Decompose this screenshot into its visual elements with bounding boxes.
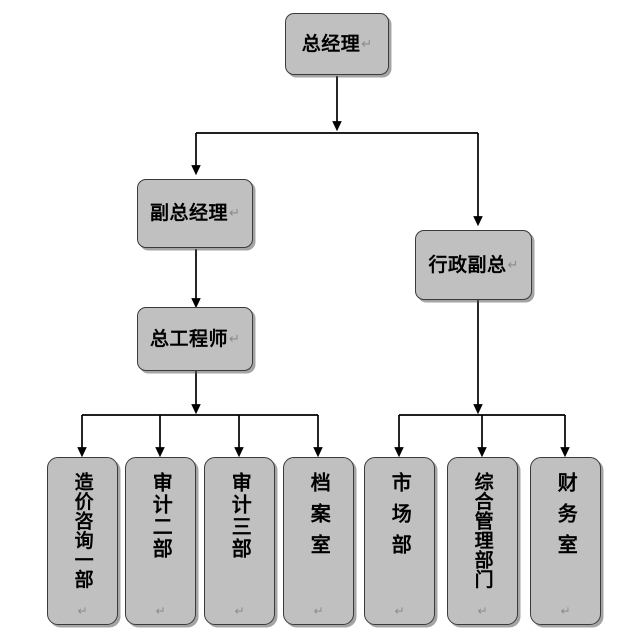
wrap-mark-icon: ↵ bbox=[477, 604, 488, 618]
node-department-label: 审计二部 bbox=[149, 472, 174, 560]
node-department-audit-2[interactable]: 审计二部 ↵ bbox=[125, 457, 196, 625]
node-department-label: 审计三部 bbox=[228, 472, 253, 560]
node-department-label: 市场部 bbox=[388, 472, 413, 565]
node-department-marketing[interactable]: 市场部 ↵ bbox=[364, 457, 435, 625]
node-department-label: 财务室 bbox=[554, 472, 579, 565]
node-department-label: 综合管理部门 bbox=[471, 472, 494, 589]
paragraph-mark-icon: ↵ bbox=[229, 206, 240, 221]
node-department-comprehensive-management[interactable]: 综合管理部门 ↵ bbox=[447, 457, 518, 625]
wrap-mark-icon: ↵ bbox=[155, 604, 166, 618]
node-department-label: 造价咨询一部 bbox=[71, 472, 94, 589]
node-admin-vice-president-label: 行政副总 bbox=[428, 253, 507, 276]
node-deputy-general-manager[interactable]: 副总经理 ↵ bbox=[137, 179, 253, 248]
paragraph-mark-icon: ↵ bbox=[507, 257, 519, 273]
wrap-mark-icon: ↵ bbox=[234, 604, 245, 618]
node-department-finance[interactable]: 财务室 ↵ bbox=[530, 457, 601, 625]
wrap-mark-icon: ↵ bbox=[313, 604, 324, 618]
node-department-audit-3[interactable]: 审计三部 ↵ bbox=[204, 457, 275, 625]
wrap-mark-icon: ↵ bbox=[560, 604, 571, 618]
wrap-mark-icon: ↵ bbox=[394, 604, 405, 618]
node-department-label: 档案室 bbox=[307, 472, 332, 565]
node-chief-engineer-label: 总工程师 bbox=[150, 327, 229, 350]
node-department-archives[interactable]: 档案室 ↵ bbox=[283, 457, 354, 625]
paragraph-mark-icon: ↵ bbox=[229, 331, 240, 347]
node-general-manager-label: 总经理 bbox=[301, 32, 361, 55]
node-deputy-general-manager-label: 副总经理 bbox=[150, 202, 229, 224]
paragraph-mark-icon: ↵ bbox=[361, 36, 373, 52]
node-general-manager[interactable]: 总经理 ↵ bbox=[285, 13, 389, 75]
node-department-cost-consulting-1[interactable]: 造价咨询一部 ↵ bbox=[47, 457, 118, 625]
wrap-mark-icon: ↵ bbox=[77, 604, 88, 618]
node-admin-vice-president[interactable]: 行政副总 ↵ bbox=[415, 230, 532, 300]
node-chief-engineer[interactable]: 总工程师 ↵ bbox=[137, 307, 253, 371]
